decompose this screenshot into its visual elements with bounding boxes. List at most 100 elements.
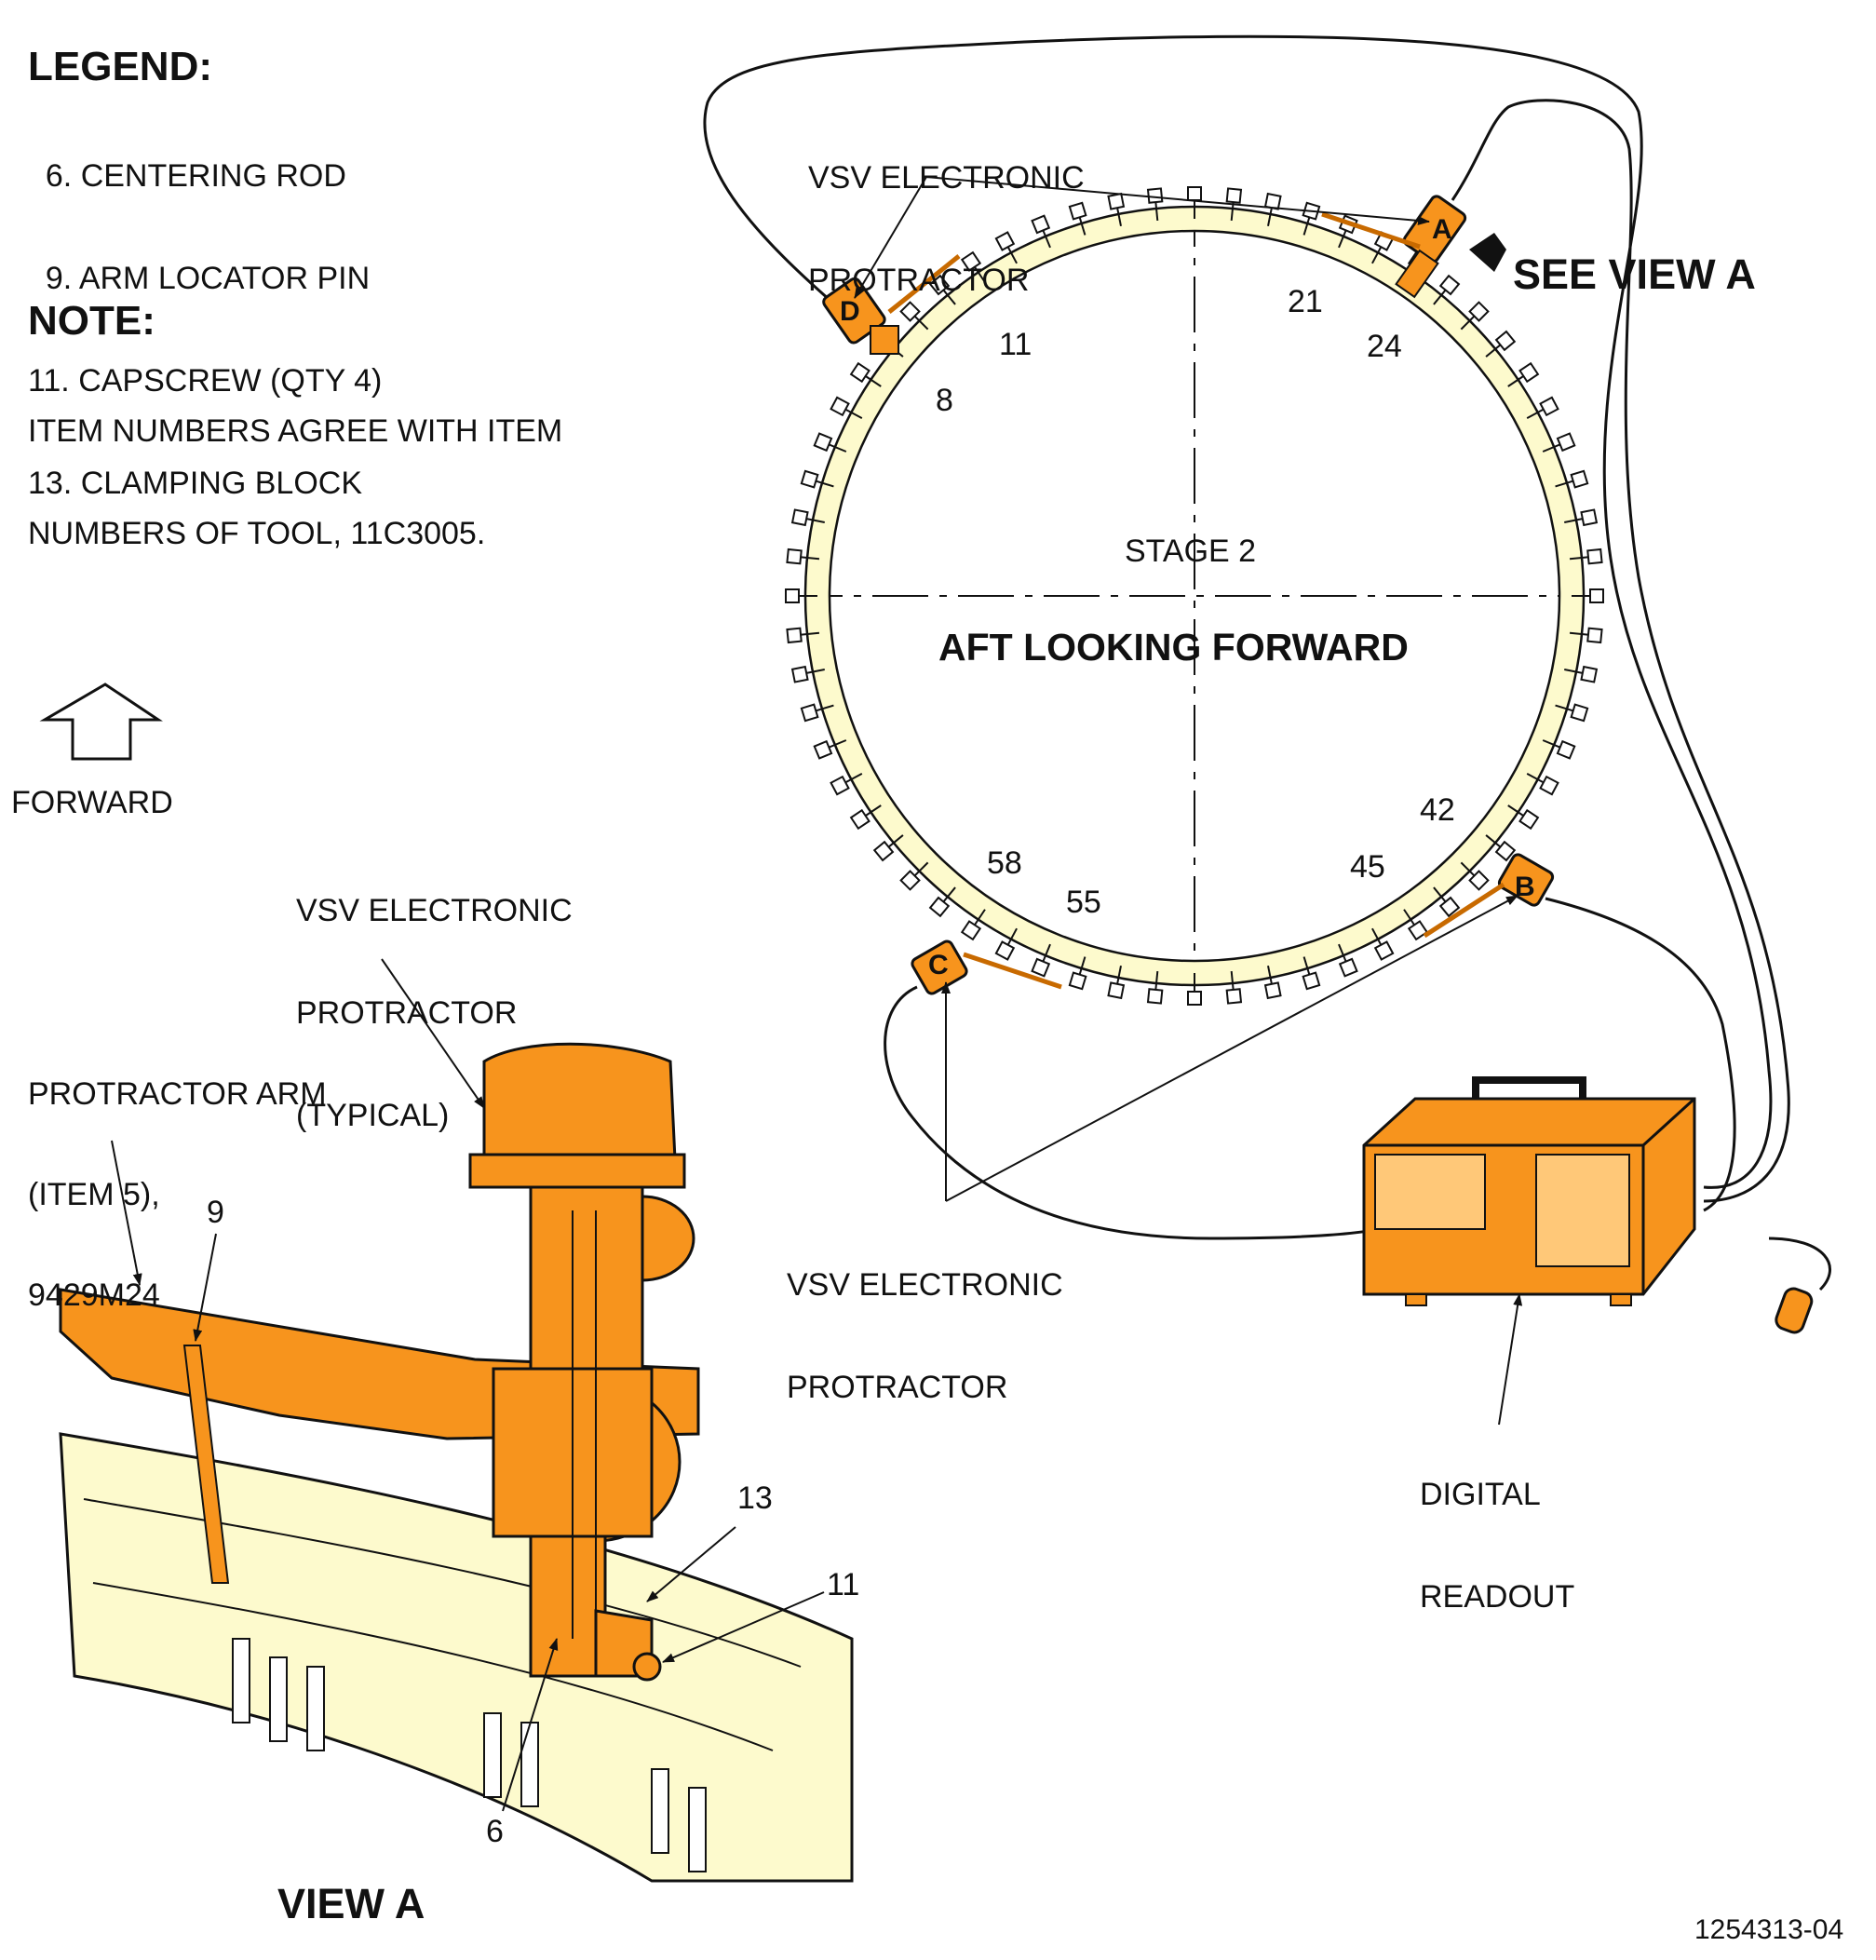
legend-item: 9. ARM LOCATOR PIN (28, 261, 371, 296)
bolt-head (928, 896, 951, 918)
forward-label: FORWARD (11, 785, 173, 820)
bolt-head (849, 361, 871, 384)
stage-2-ring (785, 186, 1604, 1006)
bolt-head (1225, 187, 1243, 204)
bolt-head (899, 870, 921, 891)
bolt-head (1556, 739, 1576, 760)
bolt-head (1589, 588, 1604, 603)
legend-list: 6. CENTERING ROD 9. ARM LOCATOR PIN 11. … (28, 97, 382, 538)
bolt-head (849, 808, 871, 831)
bolt-head (786, 547, 803, 565)
legend-item: 11. CAPSCREW (QTY 4) (28, 363, 383, 399)
station-number: 8 (936, 383, 953, 418)
protractor-letter-b: B (1515, 872, 1535, 902)
bolt-head (960, 250, 982, 272)
bolt-head (800, 469, 819, 489)
bolt-head (1518, 361, 1540, 384)
bolt-head (1586, 627, 1603, 644)
bolt-head (830, 775, 850, 796)
stage-label: STAGE 2 (1125, 534, 1257, 569)
bolt-head (1518, 808, 1540, 831)
bolt-head (1539, 396, 1559, 417)
protractor-letter-c: C (928, 950, 949, 980)
bolt-head (785, 588, 800, 603)
station-number: 11 (999, 327, 1032, 362)
legend-item: 13. CLAMPING BLOCK (28, 466, 363, 501)
station-number: 24 (1367, 329, 1402, 364)
note-title: NOTE: (28, 298, 155, 344)
bolt-head (994, 940, 1016, 961)
ring-protractor-a (1321, 195, 1467, 299)
bolt-head (1373, 940, 1395, 961)
bolt-head (830, 396, 850, 417)
station-number: 55 (1066, 885, 1101, 920)
ring-leaders (854, 176, 1523, 1426)
casing-pin (232, 1638, 250, 1723)
casing-pin (483, 1712, 502, 1798)
forward-arrow-icon (39, 683, 163, 761)
bolt-head (1302, 971, 1321, 991)
bolt-head (1187, 186, 1202, 201)
bolt-head (1031, 957, 1051, 978)
ring-protractor-b (1423, 853, 1555, 939)
bolt-head (1468, 870, 1490, 891)
bolt-head (1570, 703, 1589, 723)
legend-title: LEGEND: (28, 44, 212, 89)
bolt-head (1225, 988, 1243, 1005)
protractor-cables (703, 34, 1790, 1240)
bolt-head (790, 665, 809, 683)
station-number: 42 (1420, 792, 1455, 828)
casing-pin (306, 1666, 325, 1751)
figure-id: 1254313-04 (1694, 1914, 1844, 1945)
callout-9: 9 (207, 1195, 224, 1230)
bolt-head (1468, 301, 1490, 322)
callout-13: 13 (737, 1480, 773, 1516)
bolt-head (800, 703, 819, 723)
view-a-illustration (59, 1042, 854, 1883)
station-number: 58 (987, 845, 1022, 881)
station-number: 21 (1288, 284, 1323, 319)
bolt-head (1539, 775, 1559, 796)
bolt-head (928, 274, 951, 296)
bolt-head (1107, 192, 1126, 210)
note-line: ITEM NUMBERS AGREE WITH ITEM (28, 413, 563, 449)
vane-lever-bolts (785, 186, 1604, 1006)
bolt-head (1263, 981, 1282, 1000)
bolt-head (1494, 330, 1517, 352)
protractor-letter-d: D (840, 296, 860, 327)
protractor-label-top: VSV ELECTRONIC PROTRACTOR (808, 160, 1085, 298)
casing-pin (520, 1722, 539, 1807)
bolt-head (813, 739, 833, 760)
bolt-head (1556, 432, 1576, 453)
view-a-protractor-label: VSV ELECTRONIC PROTRACTOR (TYPICAL) (296, 893, 573, 1133)
bolt-head (1438, 274, 1461, 296)
orientation-label: AFT LOOKING FORWARD (938, 626, 1409, 669)
bolt-head (1146, 988, 1164, 1005)
casing-pin (269, 1656, 288, 1742)
bolt-head (790, 508, 809, 527)
bolt-head (1580, 665, 1599, 683)
casing-pin (688, 1787, 707, 1872)
callout-11: 11 (827, 1567, 860, 1602)
bolt-head (813, 432, 833, 453)
protractor-label-bottom: VSV ELECTRONIC PROTRACTOR (787, 1267, 1063, 1405)
casing-pin (651, 1768, 669, 1854)
bolt-head (1570, 469, 1589, 489)
bolt-head (786, 627, 803, 644)
note-line: NUMBERS OF TOOL, 11C3005. (28, 516, 486, 551)
bolt-head (960, 920, 982, 941)
protractor-letter-a: A (1432, 214, 1452, 245)
bolt-head (1586, 547, 1603, 565)
digital-readout-label: DIGITAL READOUT (1420, 1477, 1575, 1615)
ring-protractor-d (822, 254, 961, 355)
callout-6: 6 (486, 1814, 504, 1849)
digital-readout-unit (1362, 1076, 1831, 1334)
bolt-head (1338, 957, 1358, 978)
bolt-head (872, 840, 895, 862)
bolt-head (1580, 508, 1599, 527)
bolt-head (1107, 981, 1126, 1000)
protractor-arm-label: PROTRACTOR ARM (ITEM 5), 9429M24 (28, 1076, 327, 1313)
bolt-head (1068, 201, 1087, 221)
view-a-leaders (111, 958, 825, 1812)
